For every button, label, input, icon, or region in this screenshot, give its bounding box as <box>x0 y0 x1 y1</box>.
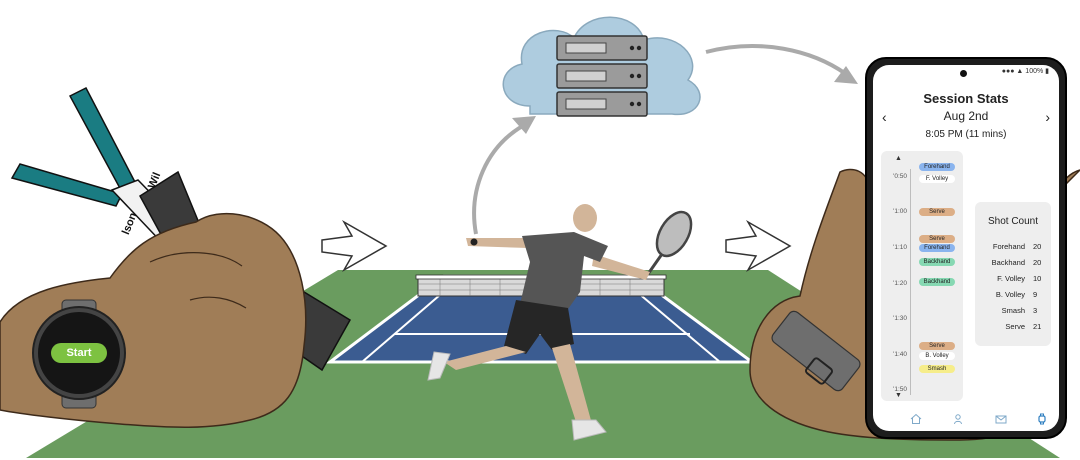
shot-name: Backhand <box>991 258 1025 267</box>
shot-event-chip[interactable]: Serve <box>919 235 955 243</box>
shot-count-title: Shot Count <box>987 216 1039 227</box>
shot-count-row: F. Volley 10 <box>975 274 1051 288</box>
session-date: Aug 2nd <box>943 109 989 123</box>
shot-name: B. Volley <box>995 290 1025 299</box>
page-title: Session Stats <box>923 91 1009 106</box>
status-bar: ●●● ▲ 100% ▮ <box>1002 67 1049 75</box>
chevron-up-icon[interactable]: ▲ <box>895 155 902 162</box>
watch-icon[interactable] <box>1036 413 1048 425</box>
shot-event-chip[interactable]: Smash <box>919 365 955 373</box>
tennis-player <box>427 204 693 441</box>
people-icon[interactable] <box>953 413 965 425</box>
start-button[interactable]: Start <box>51 343 107 363</box>
shot-name: Forehand <box>992 242 1025 251</box>
shot-count-row: Serve 21 <box>975 322 1051 336</box>
arrow-to-cloud <box>472 122 527 235</box>
shot-event-chip[interactable]: B. Volley <box>919 352 955 360</box>
arrowhead <box>834 66 858 84</box>
chevron-left-icon[interactable]: ‹ <box>882 109 887 125</box>
timeline-tick: '1:10 <box>893 244 907 251</box>
shot-value: 3 <box>1033 306 1038 315</box>
timeline-tick: '1:40 <box>893 351 907 358</box>
timeline-axis <box>910 169 911 395</box>
shot-event-chip[interactable]: Forehand <box>919 163 955 171</box>
timeline-tick: '1:50 <box>893 386 907 393</box>
status-signal-icon: ●●● ▲ <box>1001 68 1026 75</box>
block-arrow-right <box>321 219 388 273</box>
shot-value: 20 <box>1033 258 1042 267</box>
shot-event-chip[interactable]: Serve <box>919 208 955 216</box>
home-icon[interactable] <box>910 413 922 425</box>
block-arrow-right <box>725 219 792 273</box>
smartwatch-face: Start <box>38 312 120 394</box>
shot-name: Smash <box>1001 306 1025 315</box>
shot-count-row: Backhand 20 <box>975 258 1051 272</box>
session-time: 8:05 PM (11 mins) <box>925 129 1007 140</box>
shot-event-chip[interactable]: Backhand <box>919 278 955 286</box>
shot-value: 10 <box>1033 274 1042 283</box>
phone: ●●● ▲ 100% ▮ Session Stats ‹ › Aug 2nd 8… <box>866 58 1066 438</box>
timeline-tick: '1:20 <box>893 280 907 287</box>
timeline-tick: '1:30 <box>893 315 907 322</box>
shot-value: 21 <box>1033 322 1042 331</box>
timeline-tick: '1:00 <box>893 208 907 215</box>
shot-timeline[interactable]: ▲ '0:50 '1:00 '1:10 '1:20 '1:30 '1:40 '1… <box>881 151 963 401</box>
chevron-right-icon[interactable]: › <box>1045 109 1050 125</box>
shot-count-row: B. Volley 9 <box>975 290 1051 304</box>
arrow-to-phone <box>705 44 848 76</box>
battery-level: 100% <box>1025 68 1044 75</box>
shot-name: Serve <box>1005 322 1025 331</box>
shot-value: 20 <box>1033 242 1042 251</box>
shot-event-chip[interactable]: F. Volley <box>919 175 955 183</box>
shot-count-card: Shot Count Forehand 20 Backhand 20 F. Vo… <box>975 202 1051 346</box>
shot-event-chip[interactable]: Forehand <box>919 244 955 252</box>
shot-value: 9 <box>1033 290 1038 299</box>
server-stack-icon <box>556 35 648 117</box>
shot-count-row: Forehand 20 <box>975 242 1051 256</box>
phone-screen: ●●● ▲ 100% ▮ Session Stats ‹ › Aug 2nd 8… <box>873 65 1059 431</box>
mail-icon[interactable] <box>995 413 1007 425</box>
front-camera <box>960 70 967 77</box>
bottom-nav <box>873 413 1059 427</box>
battery-icon: ▮ <box>1043 68 1049 75</box>
hand-with-watch <box>0 212 307 428</box>
shot-event-chip[interactable]: Backhand <box>919 258 955 266</box>
timeline-tick: '0:50 <box>893 173 907 180</box>
chevron-down-icon[interactable]: ▼ <box>895 392 902 399</box>
shot-event-chip[interactable]: Serve <box>919 342 955 350</box>
shot-count-row: Smash 3 <box>975 306 1051 320</box>
shot-name: F. Volley <box>997 274 1025 283</box>
arrowhead <box>512 116 536 134</box>
